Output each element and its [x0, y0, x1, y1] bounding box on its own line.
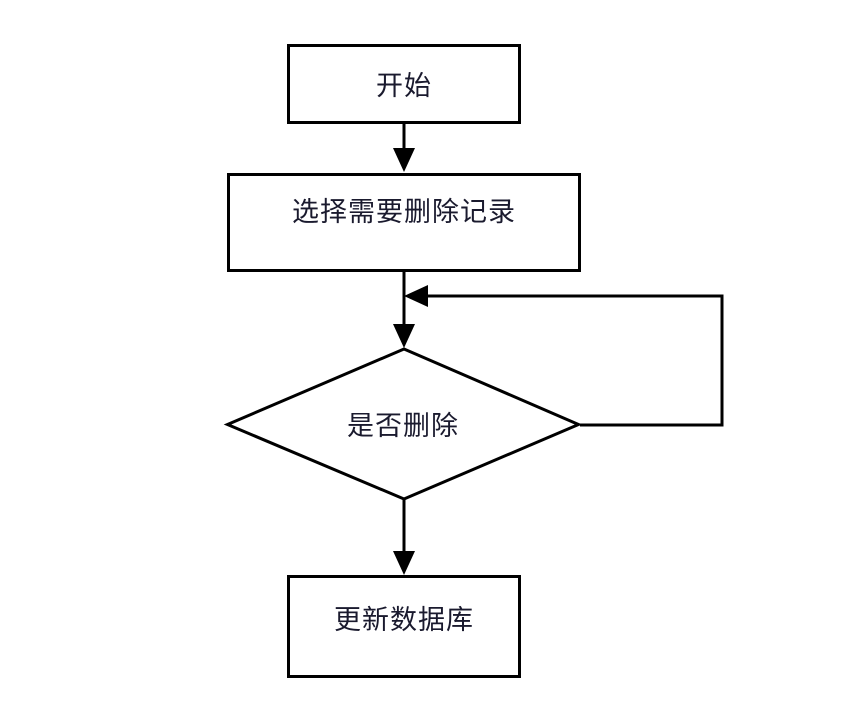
node-confirm-delete-shape[interactable] [223, 347, 583, 501]
node-update-db-label: 更新数据库 [334, 605, 474, 635]
node-start-label: 开始 [376, 71, 432, 101]
node-start-shape[interactable] [287, 44, 521, 124]
edge-select-to-confirm-arrowhead [393, 324, 415, 348]
node-select-record-shape[interactable] [227, 173, 581, 272]
edge-confirm-to-update-arrowhead [393, 551, 415, 575]
edge-start-to-select-arrowhead [393, 148, 415, 172]
edge-confirm-loopback-arrowhead [404, 285, 428, 307]
node-select-record-label: 选择需要删除记录 [292, 197, 516, 227]
edge-confirm-loopback-path [418, 294, 724, 427]
node-confirm-delete-label: 是否删除 [347, 411, 459, 441]
node-update-db-shape[interactable] [287, 575, 521, 678]
